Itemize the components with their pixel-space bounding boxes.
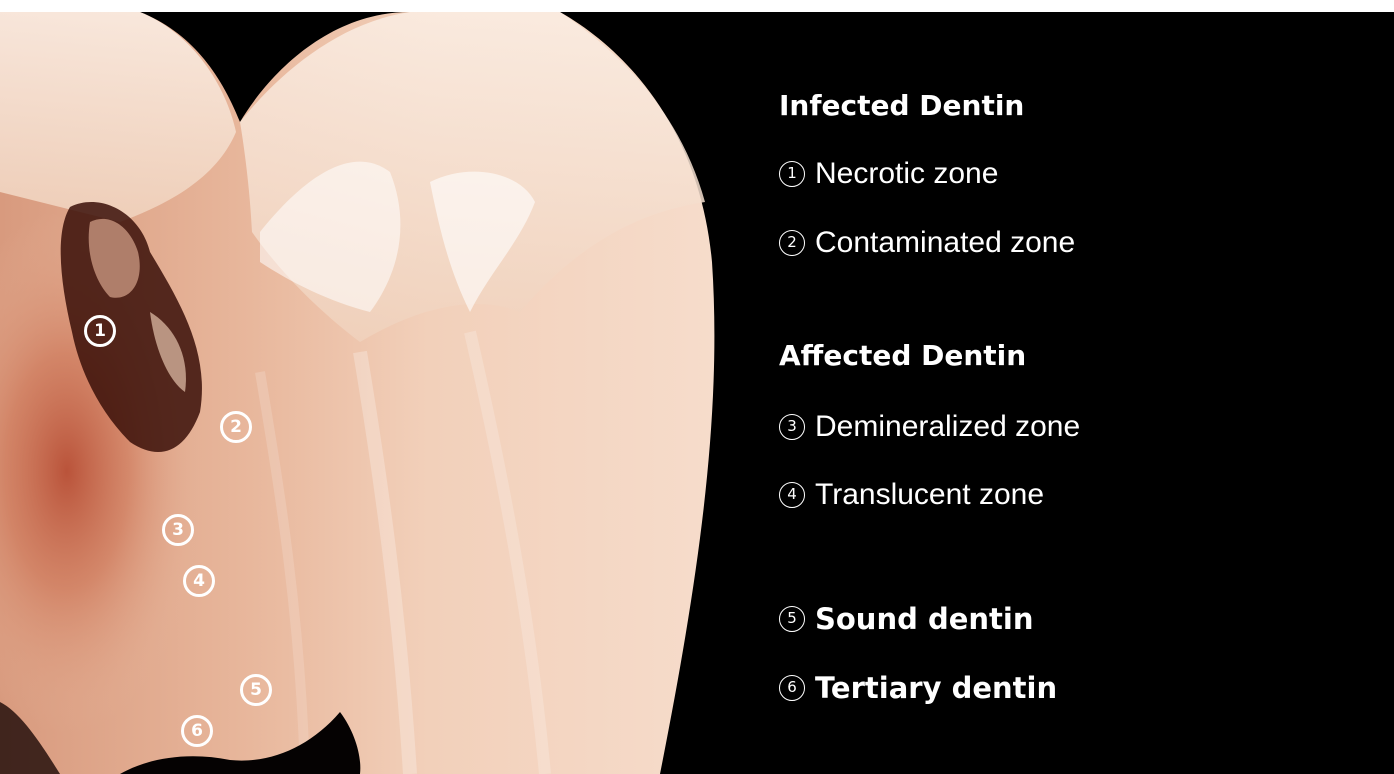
marker-1: 1 [84,315,116,347]
legend-item-necrotic-zone: 1 Necrotic zone [779,154,998,194]
marker-5: 5 [240,674,272,706]
marker-6: 6 [181,715,213,747]
legend-item-demineralized-zone: 3 Demineralized zone [779,407,1080,447]
legend-label: Sound dentin [815,599,1033,639]
number-badge: 3 [779,414,805,440]
number-badge: 1 [779,161,805,187]
legend-label: Tertiary dentin [815,668,1057,708]
legend-item-sound-dentin: 5 Sound dentin [779,599,1033,639]
number-badge: 6 [779,675,805,701]
number-badge: 5 [779,606,805,632]
number-badge: 4 [779,482,805,508]
legend-label: Contaminated zone [815,223,1075,263]
legend-label: Translucent zone [815,475,1044,515]
legend-item-tertiary-dentin: 6 Tertiary dentin [779,668,1057,708]
legend-item-translucent-zone: 4 Translucent zone [779,475,1044,515]
legend-label: Necrotic zone [815,154,998,194]
heading-affected-dentin: Affected Dentin [779,338,1026,374]
legend-label: Demineralized zone [815,407,1080,447]
marker-3: 3 [162,514,194,546]
heading-infected-dentin: Infected Dentin [779,88,1024,124]
figure: 1 2 3 4 5 6 Infected Dentin 1 Necrotic zo… [0,12,1394,774]
legend-item-contaminated-zone: 2 Contaminated zone [779,223,1075,263]
number-badge: 2 [779,230,805,256]
marker-4: 4 [183,565,215,597]
tooth-cross-section-photo [0,12,760,774]
marker-2: 2 [220,411,252,443]
